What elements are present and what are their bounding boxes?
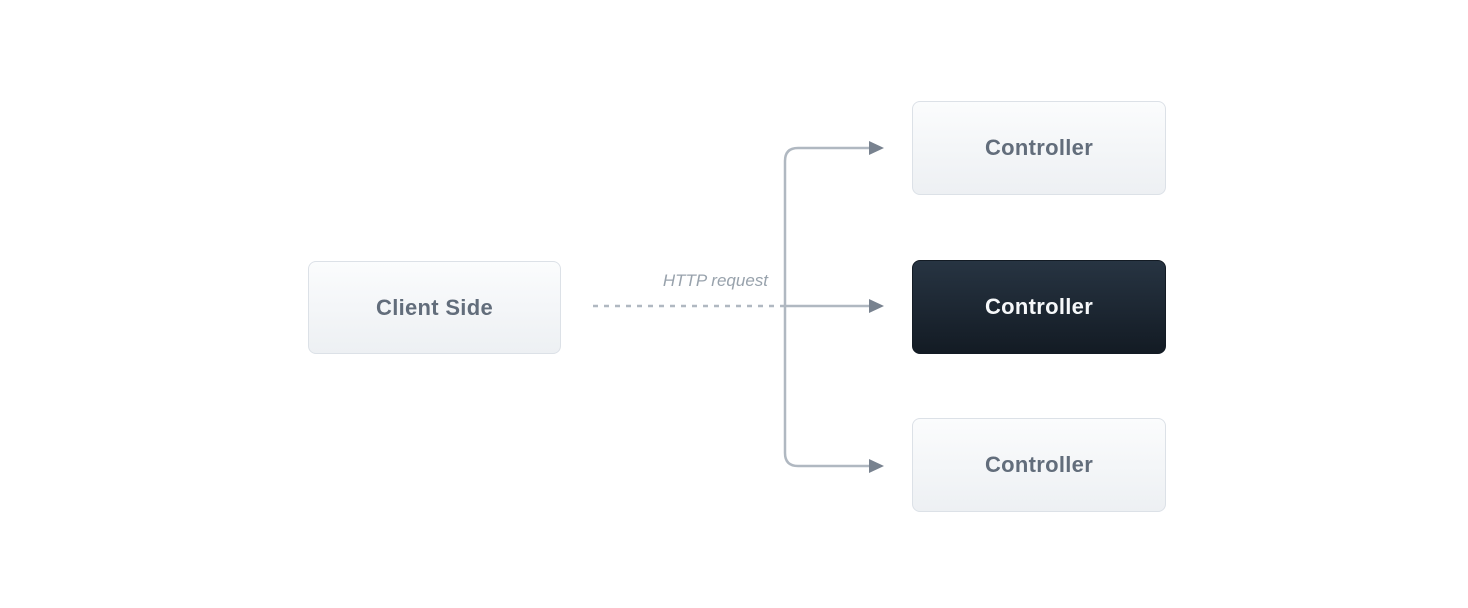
controller-box-middle: Controller bbox=[912, 260, 1166, 354]
arrowhead-top-icon bbox=[869, 141, 884, 155]
arrowhead-bottom-icon bbox=[869, 459, 884, 473]
controller-box-top: Controller bbox=[912, 101, 1166, 195]
branch-bracket-line bbox=[783, 146, 871, 468]
controller-top-label: Controller bbox=[984, 135, 1094, 160]
controller-middle-label: Controller bbox=[984, 294, 1094, 319]
controller-box-bottom: Controller bbox=[912, 418, 1166, 512]
http-request-label: HTTP request bbox=[662, 271, 768, 290]
client-side-label: Client Side bbox=[376, 294, 493, 320]
arrowhead-middle-icon bbox=[869, 299, 884, 313]
client-side-box: Client Side bbox=[308, 261, 561, 354]
controller-bottom-label: Controller bbox=[984, 452, 1094, 477]
